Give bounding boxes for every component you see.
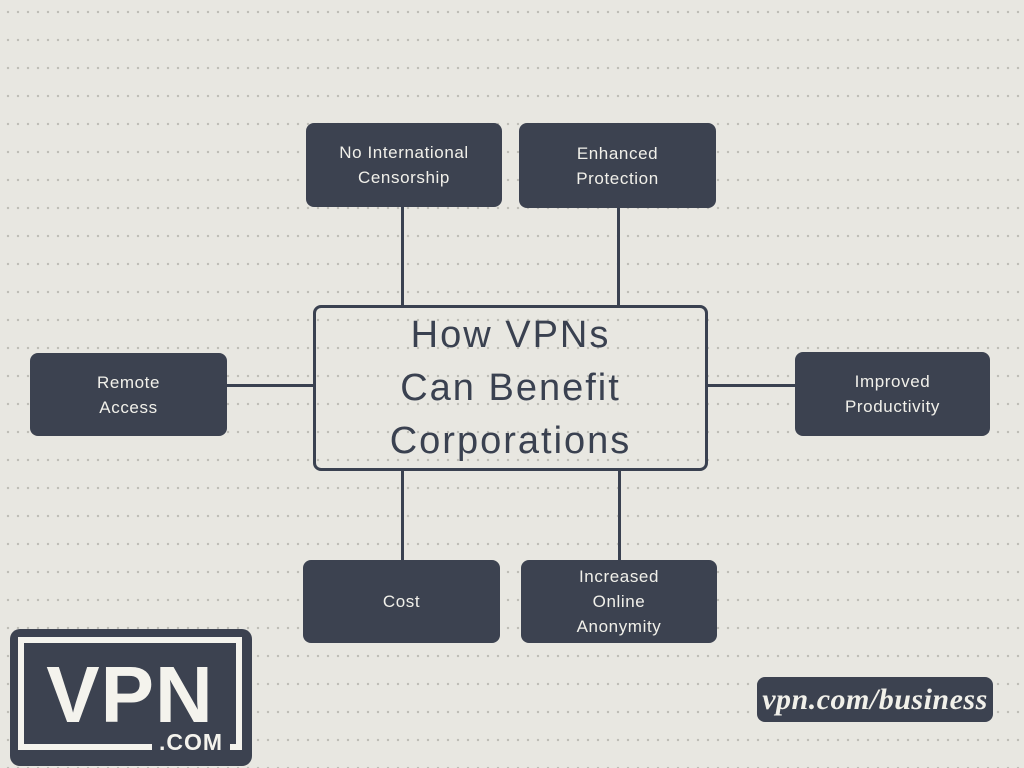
- center-title-line: Corporations: [389, 419, 632, 462]
- logo-com-text: .COM: [152, 729, 231, 756]
- node-no-international-censorship: No International Censorship: [306, 123, 502, 207]
- node-label-line: Anonymity: [576, 617, 662, 636]
- footer-url-text: vpn.com/business: [762, 682, 988, 716]
- node-label-line: Protection: [576, 168, 659, 188]
- node-label-line: Improved: [854, 372, 931, 391]
- node-label-line: Increased: [578, 567, 660, 586]
- node-label-line: Productivity: [844, 397, 941, 416]
- footer-url-badge: vpn.com/business: [757, 677, 993, 722]
- connector-top-left: [401, 206, 404, 306]
- node-increased-online-anonymity: Increased Online Anonymity: [521, 560, 717, 643]
- node-label-line: Remote: [96, 372, 161, 392]
- center-title-box: How VPNs Can Benefit Corporations: [313, 305, 708, 471]
- connector-top-right: [617, 207, 620, 306]
- node-label-line: Online: [592, 592, 646, 611]
- logo-frame: VPN: [18, 637, 242, 750]
- center-title-line: How VPNs: [410, 313, 611, 356]
- node-cost: Cost: [303, 560, 500, 643]
- connector-left: [227, 384, 313, 387]
- connector-right: [708, 384, 795, 387]
- vpn-com-logo: VPN .COM: [10, 629, 252, 766]
- connector-bottom-right: [618, 470, 621, 561]
- node-label-line: Enhanced: [576, 143, 659, 163]
- node-enhanced-protection: Enhanced Protection: [519, 123, 716, 208]
- node-label-line: Censorship: [358, 168, 450, 187]
- node-label-line: Access: [99, 397, 158, 417]
- node-remote-access: Remote Access: [30, 353, 227, 436]
- connector-bottom-left: [401, 470, 404, 561]
- node-improved-productivity: Improved Productivity: [795, 352, 990, 436]
- node-label-line: No International: [339, 143, 469, 162]
- node-label-line: Cost: [382, 592, 421, 611]
- center-title-line: Can Benefit: [400, 366, 621, 409]
- logo-vpn-text: VPN: [46, 649, 214, 739]
